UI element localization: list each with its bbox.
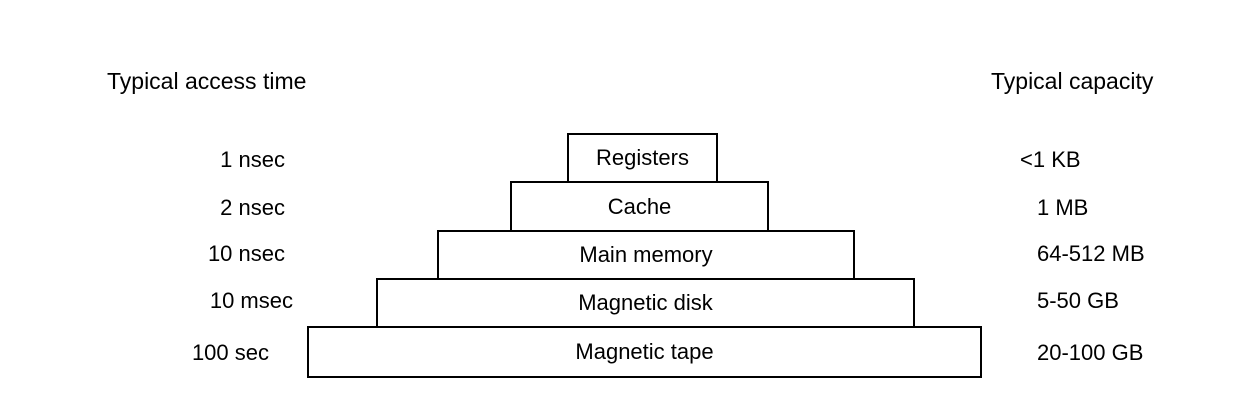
- access-time-header: Typical access time: [107, 68, 307, 94]
- access-time-cache: 2 nsec: [220, 195, 285, 220]
- level-label-cache: Cache: [607, 193, 672, 219]
- level-registers: Registers: [567, 133, 718, 183]
- capacity-main-memory: 64-512 MB: [1037, 241, 1145, 266]
- level-label-registers: Registers: [596, 145, 689, 170]
- access-time-magnetic-tape: 100 sec: [191, 340, 269, 365]
- level-label-magnetic-disk: Magnetic disk: [578, 290, 713, 315]
- level-label-magnetic-tape: Magnetic tape: [575, 339, 714, 364]
- capacity-registers: <1 KB: [1020, 147, 1081, 172]
- capacity-magnetic-tape: 20-100 GB: [1037, 340, 1144, 365]
- access-time-magnetic-disk: 10 msec: [209, 288, 293, 313]
- capacity-magnetic-disk: 5-50 GB: [1037, 288, 1119, 313]
- capacity-cache: 1 MB: [1037, 195, 1089, 220]
- level-label-main-memory: Main memory: [579, 242, 713, 267]
- capacity-header: Typical capacity: [991, 68, 1154, 94]
- access-time-main-memory: 10 nsec: [207, 241, 285, 266]
- level-cache: Cache: [510, 181, 769, 232]
- access-time-registers: 1 nsec: [220, 147, 285, 172]
- level-main-memory: Main memory: [437, 230, 855, 280]
- level-magnetic-tape: Magnetic tape: [307, 326, 982, 378]
- level-magnetic-disk: Magnetic disk: [376, 278, 915, 328]
